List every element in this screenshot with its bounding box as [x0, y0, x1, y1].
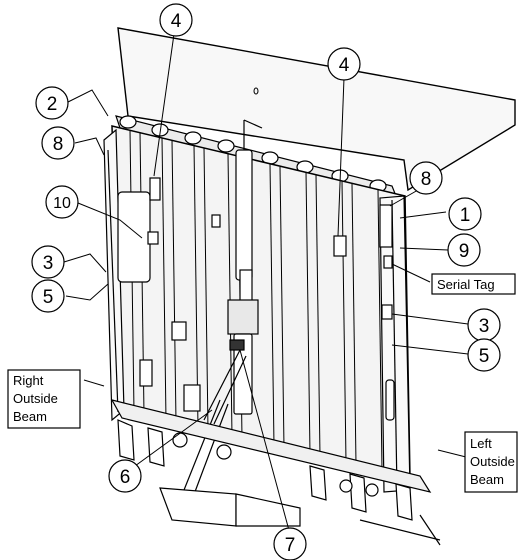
callout-4-left-label: 4	[171, 11, 182, 32]
callout-5-left: 5	[31, 279, 65, 313]
callout-3-right-label: 3	[479, 316, 490, 337]
callout-4-middle: 4	[327, 47, 361, 81]
callout-6: 6	[108, 459, 142, 493]
callout-5-left-label: 5	[43, 287, 54, 308]
left-outside-beam-line-2: Outside	[470, 454, 515, 469]
lip-plate-hole	[253, 87, 259, 95]
callout-10-label: 10	[53, 195, 71, 212]
callout-9-label: 9	[459, 241, 470, 262]
serial-tag-box: Serial Tag	[431, 273, 516, 295]
callout-8-left: 8	[41, 126, 75, 160]
callout-2-label: 2	[47, 94, 58, 115]
left-outside-beam-line-1: Left	[470, 436, 492, 451]
callout-6-label: 6	[120, 467, 131, 488]
callout-2: 2	[35, 86, 69, 120]
right-outside-beam-line-2: Outside	[13, 391, 58, 406]
callout-4-middle-label: 4	[339, 55, 350, 76]
callout-4-left: 4	[159, 3, 193, 37]
right-outside-beam-line-3: Beam	[13, 409, 47, 424]
callout-10: 10	[45, 185, 79, 219]
right-outside-beam-line-1: Right	[13, 373, 44, 388]
callout-3-right: 3	[467, 308, 501, 342]
callout-8-right-label: 8	[421, 169, 432, 190]
callout-7-label: 7	[285, 535, 296, 556]
callout-1: 1	[448, 197, 482, 231]
callout-3-left-label: 3	[43, 253, 54, 274]
right-outside-beam-box: Right Outside Beam	[7, 369, 81, 429]
left-outside-beam-box: Left Outside Beam	[464, 431, 518, 493]
callout-9: 9	[447, 233, 481, 267]
left-outside-beam-line-3: Beam	[470, 472, 504, 487]
callout-5-right-label: 5	[479, 346, 490, 367]
leader-lines	[63, 33, 469, 535]
callout-7: 7	[273, 527, 307, 560]
left-side-frame	[379, 195, 411, 493]
control-box	[117, 177, 347, 412]
serial-tag-label: Serial Tag	[437, 277, 495, 292]
callout-8-right: 8	[409, 161, 443, 195]
hydraulic-cylinder	[177, 119, 263, 506]
callout-5-right: 5	[467, 338, 501, 372]
bottom-frame	[110, 399, 441, 546]
callout-3-left: 3	[31, 245, 65, 279]
callout-1-label: 1	[460, 205, 471, 226]
callout-8-left-label: 8	[53, 134, 64, 155]
